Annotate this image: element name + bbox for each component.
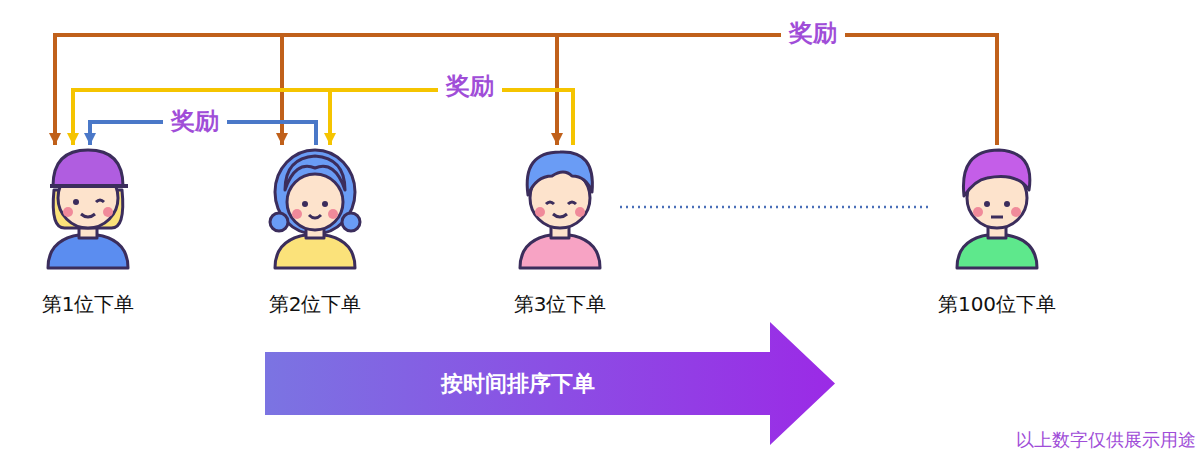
- avatar-2: [270, 150, 360, 268]
- reward-connector: [282, 35, 997, 145]
- reward-connector: [55, 35, 997, 145]
- reward-label: 奖励: [781, 18, 845, 48]
- ellipsis-dots: [620, 206, 932, 209]
- order-rank-label: 第1位下单: [8, 291, 168, 317]
- order-rank-label: 第2位下单: [235, 291, 395, 317]
- avatar-100: [957, 150, 1037, 268]
- person-node: 第3位下单: [480, 145, 640, 317]
- reward-label: 奖励: [438, 71, 502, 101]
- person-node: 第1位下单: [8, 145, 168, 317]
- person-node: 第2位下单: [235, 145, 395, 317]
- reward-label: 奖励: [163, 106, 227, 136]
- reward-connector: [557, 35, 997, 145]
- person-node: 第100位下单: [917, 145, 1077, 317]
- avatar-3: [520, 152, 600, 268]
- timeline-band: 按时间排序下单: [265, 322, 835, 445]
- order-rank-label: 第3位下单: [480, 291, 640, 317]
- band-arrow: [265, 322, 835, 445]
- band-label: 按时间排序下单: [265, 322, 770, 445]
- order-rank-label: 第100位下单: [917, 291, 1077, 317]
- disclaimer-note: 以上数字仅供展示用途: [1016, 428, 1196, 452]
- avatar-1: [48, 150, 128, 268]
